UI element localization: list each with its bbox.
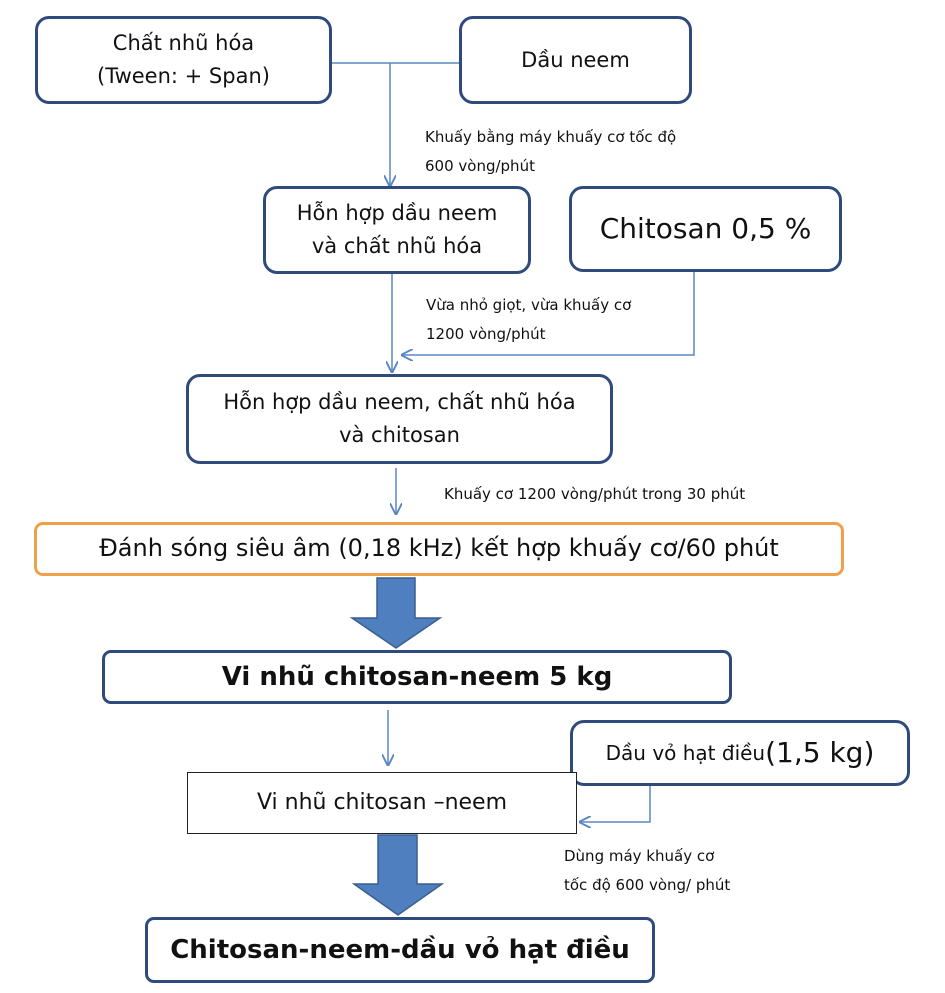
final-product-box: Chitosan-neem-dầu vỏ hạt điều [145, 917, 655, 983]
microemulsion-label: Vi nhũ chitosan –neem [256, 789, 508, 815]
note-stir-600: Khuấy bằng máy khuấy cơ tốc độ 600 vòng/… [425, 123, 676, 180]
chitosan-label: Chitosan 0,5 % [599, 212, 812, 246]
note-stir-30min: Khuấy cơ 1200 vòng/phút trong 30 phút [444, 480, 745, 509]
mix2-line2: và chitosan [339, 423, 460, 447]
cashew-oil-amount: (1,5 kg) [765, 736, 875, 770]
note-drip-stir-line2: 1200 vòng/phút [426, 324, 546, 343]
neem-oil-box: Dầu neem [459, 16, 692, 104]
mix2-box: Hỗn hợp dầu neem, chất nhũ hóa và chitos… [186, 374, 613, 464]
note-stir-600-final-line1: Dùng máy khuấy cơ [564, 847, 715, 865]
emulsifier-line2: (Tween: + Span) [97, 64, 270, 88]
note-drip-stir-line1: Vừa nhỏ giọt, vừa khuấy cơ [426, 296, 632, 314]
emulsifier-box: Chất nhũ hóa (Tween: + Span) [35, 16, 332, 104]
note-stir-30min-text: Khuấy cơ 1200 vòng/phút trong 30 phút [444, 485, 746, 503]
cashew-oil-box: Dầu vỏ hạt điều(1,5 kg) [570, 720, 910, 786]
emulsifier-line1: Chất nhũ hóa [112, 31, 255, 56]
mix1-line2: và chất nhũ hóa [311, 234, 483, 258]
microemulsion-box: Vi nhũ chitosan –neem [187, 772, 577, 834]
note-drip-stir: Vừa nhỏ giọt, vừa khuấy cơ 1200 vòng/phú… [426, 291, 631, 348]
note-stir-600-final-line2: tốc độ 600 vòng/ phút [564, 875, 731, 894]
cashew-oil-label: Dầu vỏ hạt điều [605, 740, 766, 765]
note-stir-600-line1: Khuấy bằng máy khuấy cơ tốc độ [425, 128, 677, 146]
final-product-label: Chitosan-neem-dầu vỏ hạt điều [170, 934, 630, 965]
ultrasound-label: Đánh sóng siêu âm (0,18 kHz) kết hợp khu… [99, 534, 779, 563]
chitosan-box: Chitosan 0,5 % [569, 186, 842, 272]
ultrasound-box: Đánh sóng siêu âm (0,18 kHz) kết hợp khu… [34, 522, 844, 576]
mix2-line1: Hỗn hợp dầu neem, chất nhũ hóa [223, 390, 576, 415]
connector-chitosan [402, 272, 695, 355]
microemulsion-5kg-label: Vi nhũ chitosan-neem 5 kg [221, 661, 613, 692]
block-arrow-2 [351, 834, 445, 916]
connector-cashew-oil [580, 785, 651, 822]
note-stir-600-line2: 600 vòng/phút [425, 156, 535, 175]
block-arrow-1 [349, 577, 443, 649]
mix1-box: Hỗn hợp dầu neem và chất nhũ hóa [263, 186, 531, 274]
neem-oil-label: Dầu neem [521, 47, 630, 72]
microemulsion-5kg-box: Vi nhũ chitosan-neem 5 kg [102, 650, 732, 704]
mix1-line1: Hỗn hợp dầu neem [296, 201, 498, 226]
note-stir-600-final: Dùng máy khuấy cơ tốc độ 600 vòng/ phút [564, 842, 730, 899]
